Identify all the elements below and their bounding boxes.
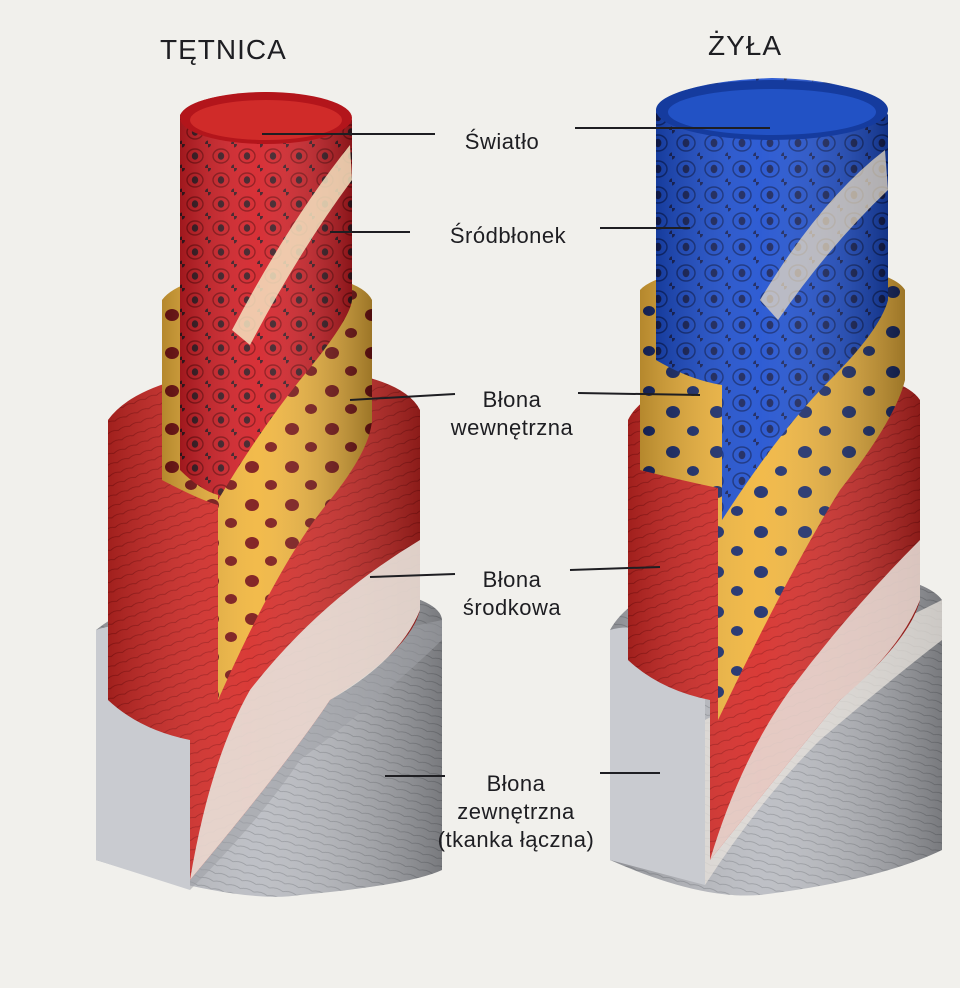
label-tunica-media-line-1: Błona [482,567,542,592]
label-tunica-intima-line-2: wewnętrzna [450,415,574,440]
label-tunica-externa: Błona zewnętrzna (tkanka łączna) [386,770,646,854]
label-tunica-media: Błona środkowa [382,566,642,622]
artery-title: TĘTNICA [160,34,287,65]
leader-intima-vein [577,392,701,396]
leader-media-artery [369,573,456,578]
label-endothelium-line-1: Śródbłonek [449,223,567,248]
leader-media-vein [569,566,661,571]
vein-illustration [610,78,942,896]
leader-intima-artery [349,393,456,401]
label-tunica-media-line-2: środkowa [462,595,562,620]
label-endothelium: Śródbłonek [378,222,638,250]
label-lumen-line-1: Światło [464,129,540,154]
vein-title: ŻYŁA [708,30,783,61]
label-tunica-intima: Błona wewnętrzna [382,386,642,442]
leader-lines [262,127,770,777]
artery-illustration [96,92,442,897]
label-tunica-externa-line-2: zewnętrzna [457,799,575,824]
label-tunica-externa-line-3: (tkanka łączna) [437,827,595,852]
label-tunica-intima-line-1: Błona [482,387,542,412]
label-lumen: Światło [372,128,632,156]
label-tunica-externa-line-1: Błona [486,771,546,796]
